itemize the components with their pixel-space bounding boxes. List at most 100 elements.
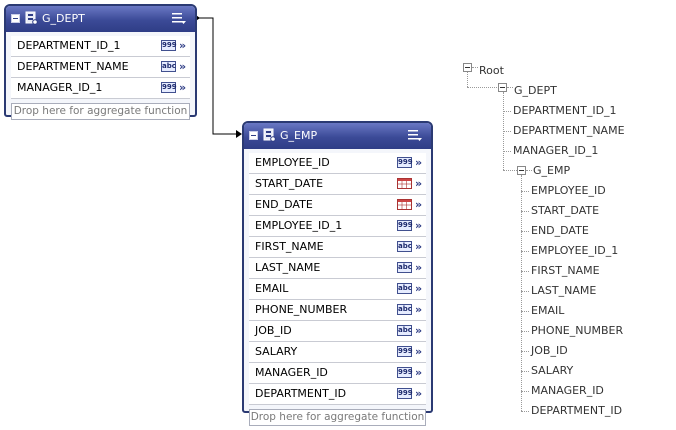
tree-collapse-icon[interactable]: [498, 83, 507, 92]
field-row[interactable]: DEPARTMENT_ID_1 999 »: [11, 36, 190, 57]
collapse-icon[interactable]: [11, 14, 20, 23]
tree-connector: [521, 291, 529, 292]
double-chevron-right-icon[interactable]: »: [179, 39, 187, 52]
field-row[interactable]: END_DATE »: [249, 195, 426, 216]
tree-connector: [521, 191, 529, 192]
text-type-icon: abc: [397, 262, 412, 273]
group-header[interactable]: G_DEPT: [6, 6, 195, 32]
tree-node-label[interactable]: DEPARTMENT_ID_1: [513, 104, 617, 117]
date-type-icon: [397, 199, 412, 210]
group-title: G_EMP: [280, 129, 318, 142]
field-name: END_DATE: [255, 198, 313, 211]
field-name: DEPARTMENT_ID_1: [17, 39, 121, 52]
tree-node-label[interactable]: PHONE_NUMBER: [531, 324, 624, 337]
group-g-dept[interactable]: G_DEPT DEPARTMENT_ID_1 999 » DEPARTMENT_…: [4, 4, 197, 120]
double-chevron-right-icon[interactable]: »: [179, 60, 187, 73]
double-chevron-right-icon[interactable]: »: [415, 387, 423, 400]
field-row[interactable]: MANAGER_ID_1 999 »: [11, 78, 190, 99]
numeric-type-icon: 999: [161, 40, 177, 51]
tree-connector: [521, 391, 529, 392]
tree-node-label[interactable]: END_DATE: [531, 224, 589, 237]
field-name: SALARY: [255, 345, 298, 358]
double-chevron-right-icon[interactable]: »: [415, 282, 423, 295]
numeric-type-icon: 999: [397, 367, 413, 378]
numeric-type-icon: 999: [397, 157, 413, 168]
tree-node-label[interactable]: FIRST_NAME: [531, 264, 600, 277]
collapse-icon[interactable]: [249, 131, 258, 140]
field-name: PHONE_NUMBER: [255, 303, 348, 316]
double-chevron-right-icon[interactable]: »: [415, 156, 423, 169]
tree-connector: [521, 231, 529, 232]
numeric-type-icon: 999: [397, 346, 413, 357]
field-name: MANAGER_ID_1: [17, 81, 103, 94]
text-type-icon: abc: [397, 304, 412, 315]
tree-node-label[interactable]: G_DEPT: [514, 84, 557, 97]
double-chevron-right-icon[interactable]: »: [415, 366, 423, 379]
tree-connector: [503, 131, 511, 132]
field-row[interactable]: START_DATE»: [249, 174, 426, 195]
tree-node-label[interactable]: START_DATE: [531, 204, 600, 217]
tree-collapse-icon[interactable]: [463, 63, 472, 72]
double-chevron-right-icon[interactable]: »: [415, 261, 423, 274]
data-group-icon: [263, 128, 276, 142]
tree-node-label[interactable]: EMPLOYEE_ID_1: [531, 244, 619, 257]
field-name: EMAIL: [255, 282, 289, 295]
tree-connector: [521, 411, 529, 412]
field-row[interactable]: EMPLOYEE_ID 999»: [249, 153, 426, 174]
tree-node-label[interactable]: DEPARTMENT_ID: [531, 404, 623, 417]
list-menu-icon[interactable]: [408, 129, 422, 142]
tree-node-label[interactable]: MANAGER_ID: [531, 384, 604, 397]
tree-node-label[interactable]: DEPARTMENT_NAME: [513, 124, 625, 137]
field-row[interactable]: LAST_NAME abc»: [249, 258, 426, 279]
tree-connector: [521, 351, 529, 352]
double-chevron-right-icon[interactable]: »: [415, 303, 423, 316]
tree-node-label[interactable]: G_EMP: [533, 164, 571, 177]
tree-collapse-icon[interactable]: [517, 166, 526, 175]
tree-connector: [526, 170, 532, 171]
numeric-type-icon: 999: [397, 220, 413, 231]
tree-node-label[interactable]: LAST_NAME: [531, 284, 597, 297]
numeric-type-icon: 999: [161, 82, 177, 93]
field-row[interactable]: SALARY 999»: [249, 342, 426, 363]
tree-node-label[interactable]: EMPLOYEE_ID: [531, 184, 606, 197]
double-chevron-right-icon[interactable]: »: [415, 219, 423, 232]
tree-connector: [521, 311, 529, 312]
tree-node-label[interactable]: EMAIL: [531, 304, 565, 317]
tree-node-label[interactable]: MANAGER_ID_1: [513, 144, 599, 157]
double-chevron-right-icon[interactable]: »: [415, 240, 423, 253]
double-chevron-right-icon[interactable]: »: [179, 81, 187, 94]
tree-connector: [507, 87, 513, 88]
double-chevron-right-icon[interactable]: »: [415, 324, 423, 337]
tree-connector: [521, 175, 522, 411]
tree-connector: [521, 271, 529, 272]
aggregate-drop-zone[interactable]: Drop here for aggregate function: [249, 409, 426, 426]
field-name: LAST_NAME: [255, 261, 321, 274]
group-header[interactable]: G_EMP: [244, 123, 431, 149]
double-chevron-right-icon[interactable]: »: [415, 198, 423, 211]
aggregate-drop-zone[interactable]: Drop here for aggregate function: [11, 103, 190, 120]
field-row[interactable]: DEPARTMENT_NAME abc »: [11, 57, 190, 78]
tree-connector: [521, 331, 529, 332]
double-chevron-right-icon[interactable]: »: [415, 345, 423, 358]
group-title: G_DEPT: [42, 12, 85, 25]
field-name: DEPARTMENT_ID: [255, 387, 347, 400]
field-row[interactable]: EMAIL abc»: [249, 279, 426, 300]
tree-connector: [521, 251, 529, 252]
text-type-icon: abc: [397, 283, 412, 294]
tree-connector: [503, 111, 511, 112]
double-chevron-right-icon[interactable]: »: [415, 177, 423, 190]
text-type-icon: abc: [161, 61, 176, 72]
tree-node-label[interactable]: Root: [479, 64, 504, 77]
tree-node-label[interactable]: JOB_ID: [531, 344, 568, 357]
field-row[interactable]: PHONE_NUMBER abc»: [249, 300, 426, 321]
tree-node-label[interactable]: SALARY: [531, 364, 574, 377]
tree-connector: [467, 72, 468, 87]
field-name: EMPLOYEE_ID: [255, 156, 330, 169]
list-menu-icon[interactable]: [172, 12, 186, 25]
